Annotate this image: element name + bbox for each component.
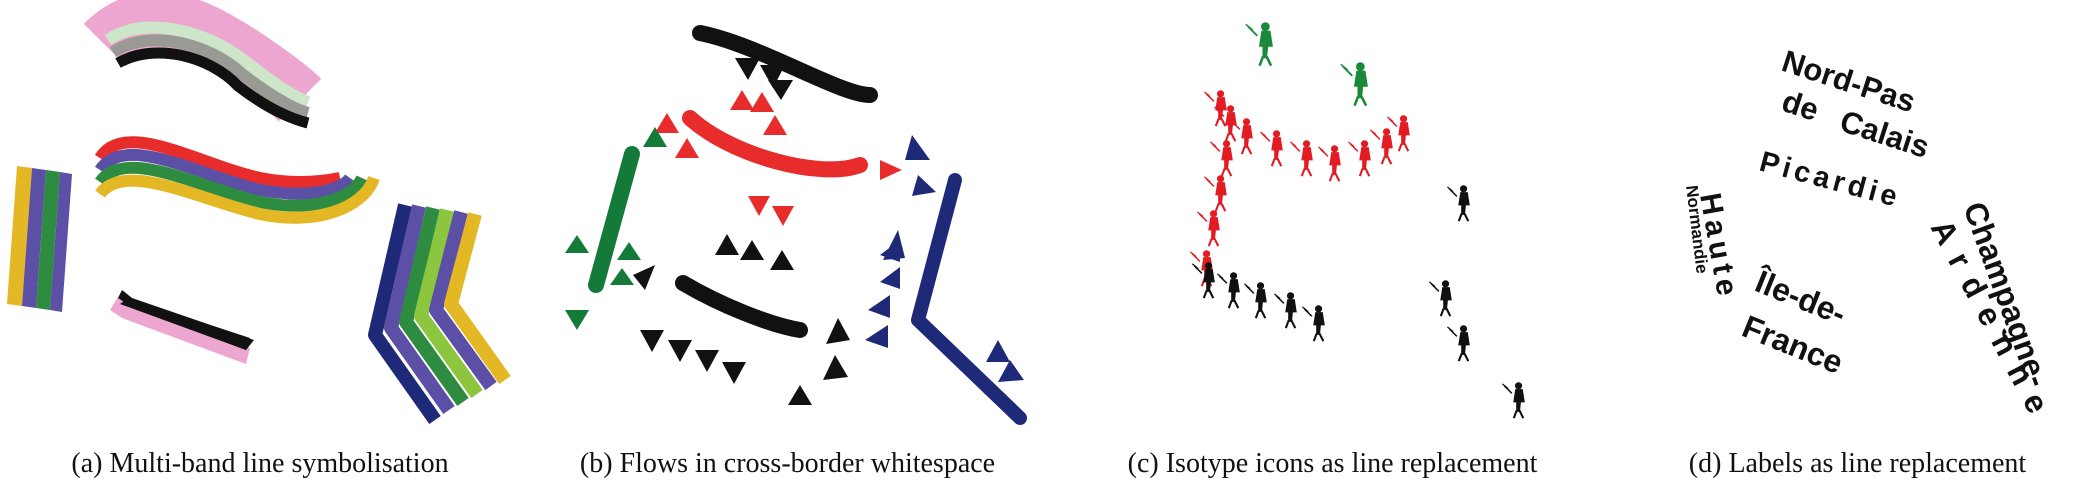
label-calais: Calais bbox=[1836, 103, 1934, 165]
left-multiband bbox=[7, 166, 72, 312]
panel-b-illustration bbox=[565, 25, 1027, 425]
flow-arrowheads bbox=[565, 58, 1024, 405]
caption-b: (b) Flows in cross-border whitespace bbox=[579, 448, 996, 479]
pink-black-band bbox=[110, 290, 254, 364]
isotype-black-icons bbox=[1191, 184, 1526, 420]
caption-c: (c) Isotype icons as line replacement bbox=[1127, 448, 1538, 479]
flow-lines bbox=[588, 25, 1027, 425]
panel-d-illustration: Nord-Pas de Calais Picardie Haute Norman… bbox=[1682, 43, 2063, 431]
chevron-multiband bbox=[368, 203, 511, 425]
arc-multiband bbox=[94, 136, 380, 224]
panel-c-illustration bbox=[1189, 21, 1526, 420]
top-multiband bbox=[99, 8, 311, 129]
panel-a-illustration bbox=[7, 0, 511, 425]
caption-a: (a) Multi-band line symbolisation bbox=[71, 448, 449, 479]
isotype-green-icons bbox=[1244, 21, 1369, 107]
caption-d: (d) Labels as line replacement bbox=[1688, 448, 2027, 479]
label-picardie: Picardie bbox=[1756, 146, 1904, 214]
label-de: de bbox=[1778, 83, 1823, 127]
isotype-red-icons bbox=[1189, 89, 1411, 288]
